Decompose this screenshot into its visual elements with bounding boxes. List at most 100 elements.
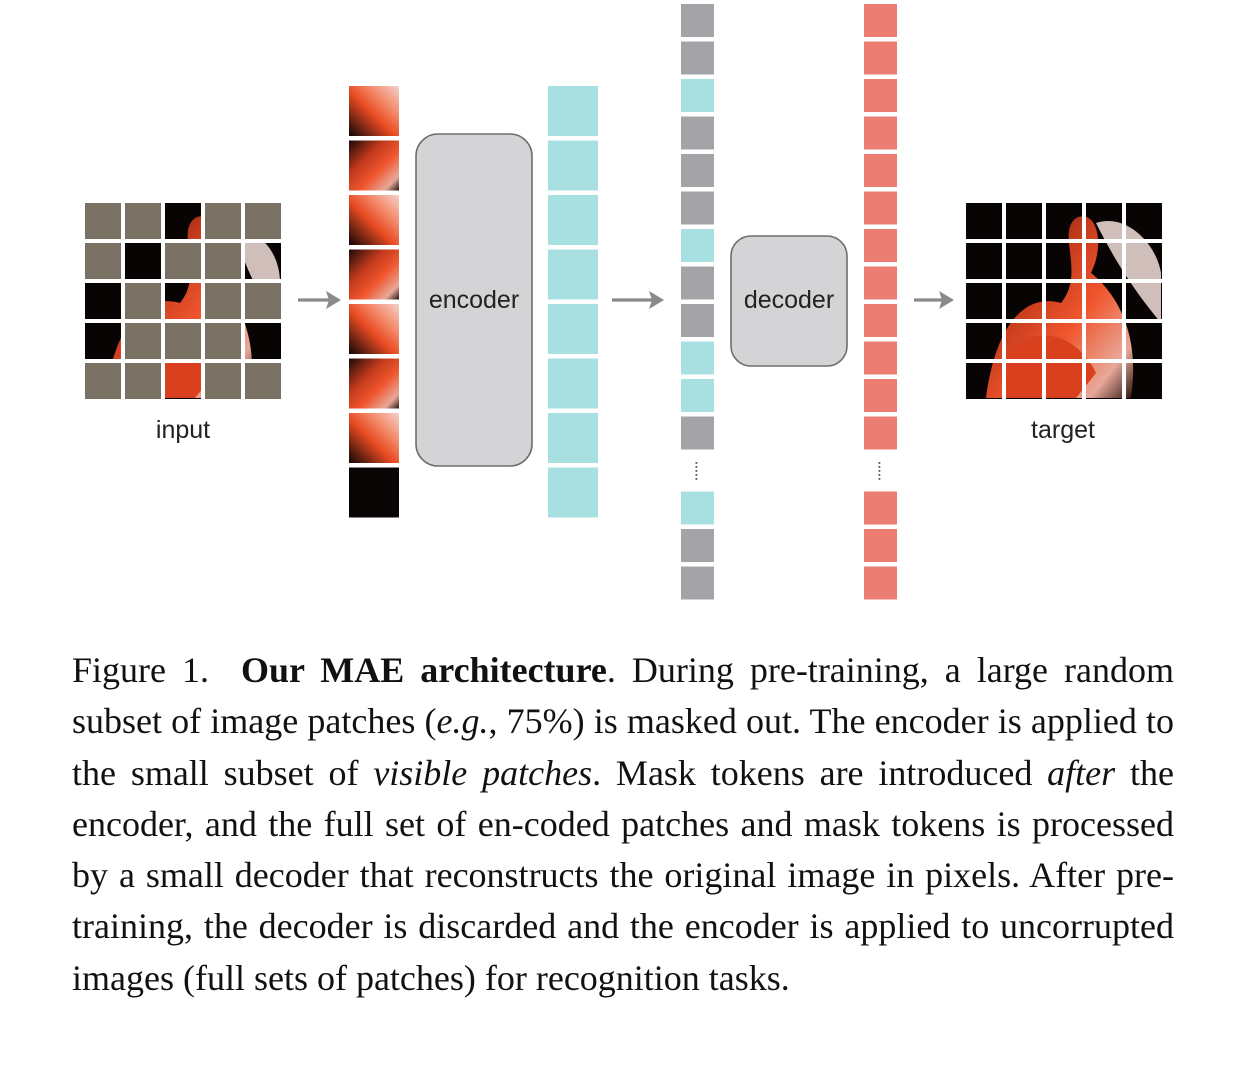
mae-architecture-diagram: input encoder decoder target	[85, 4, 1162, 600]
masked-patch	[165, 243, 201, 279]
decoder-output-token	[864, 379, 897, 412]
visible-patch	[349, 358, 399, 409]
visible-patch	[125, 243, 161, 279]
masked-patch	[205, 363, 241, 399]
masked-patch	[205, 203, 241, 239]
target-patch	[1086, 203, 1122, 239]
target-patch-grid	[966, 203, 1162, 399]
target-patch	[1086, 363, 1122, 399]
ellipsis-dot	[695, 466, 698, 468]
decoder-output-token	[864, 79, 897, 112]
mask-token	[681, 304, 714, 337]
masked-patch	[85, 203, 121, 239]
ellipsis-dot	[878, 470, 881, 472]
masked-patch	[165, 323, 201, 359]
visible-patch	[245, 323, 281, 359]
target-patch	[966, 243, 1002, 279]
target-patch	[1086, 283, 1122, 319]
masked-patch	[125, 203, 161, 239]
encoder-label: encoder	[429, 286, 519, 314]
masked-patch	[245, 203, 281, 239]
mask-token	[681, 529, 714, 562]
caption-text-1: . During pre-training, a large random su…	[72, 650, 1174, 742]
visible-patch	[85, 283, 121, 319]
target-patch	[1126, 323, 1162, 359]
encoded-token	[548, 195, 598, 245]
ellipsis-dot	[878, 466, 881, 468]
encoded-token	[681, 341, 714, 375]
mask-token	[681, 154, 714, 187]
target-patch	[1126, 363, 1162, 399]
decoder-output-token	[864, 154, 897, 187]
mask-token	[681, 416, 714, 450]
decoder-output-token	[864, 191, 897, 225]
target-patch	[966, 363, 1002, 399]
decoder-output-token	[864, 41, 897, 75]
decoder-block	[730, 235, 848, 367]
ellipsis-dot	[878, 462, 881, 464]
ellipsis-dot	[695, 470, 698, 472]
decoder-output-token	[864, 4, 897, 37]
masked-patch	[205, 323, 241, 359]
target-patch	[1006, 203, 1042, 239]
target-patch	[1006, 323, 1042, 359]
encoded-token	[548, 249, 598, 300]
target-patch	[1006, 243, 1042, 279]
target-patch	[1126, 203, 1162, 239]
input-label: input	[156, 416, 210, 444]
mask-token	[681, 41, 714, 75]
encoded-token	[681, 491, 714, 525]
input-patch-grid	[85, 203, 281, 399]
encoded-token	[681, 229, 714, 262]
decoder-output-token	[864, 304, 897, 337]
mask-token	[681, 266, 714, 300]
ellipsis-dot	[878, 474, 881, 476]
target-patch	[1006, 363, 1042, 399]
caption-text-2: , 75%) is masked out. The encoder is app…	[72, 701, 1174, 793]
visible-patch	[165, 203, 201, 239]
caption-visible-patches: visible patches	[373, 752, 593, 793]
masked-patch	[85, 363, 121, 399]
arrow-right-icon	[612, 291, 664, 309]
mask-token	[681, 191, 714, 225]
target-patch	[966, 283, 1002, 319]
masked-patch	[125, 283, 161, 319]
visible-patch	[349, 467, 399, 518]
target-patch	[966, 323, 1002, 359]
ellipsis-dot	[695, 474, 698, 476]
visible-patch	[349, 140, 399, 191]
masked-patch	[125, 363, 161, 399]
target-patch	[1046, 283, 1082, 319]
target-patch	[1046, 243, 1082, 279]
caption-text-3: . Mask tokens are introduced	[592, 752, 1048, 793]
target-patch	[1086, 323, 1122, 359]
mask-and-encoded-tokens-column	[681, 4, 714, 600]
encoded-tokens-column	[548, 86, 598, 518]
figure-caption: Figure 1. Our MAE architecture. During p…	[72, 645, 1174, 1004]
visible-patch	[349, 413, 399, 463]
target-patch	[1006, 283, 1042, 319]
target-patch	[1126, 243, 1162, 279]
figure-label: Figure 1.	[72, 650, 209, 690]
ellipsis-dot	[695, 462, 698, 464]
visible-patch	[85, 323, 121, 359]
decoder-output-token	[864, 491, 897, 525]
target-patch	[1046, 323, 1082, 359]
encoded-token	[548, 358, 598, 409]
encoded-token	[681, 379, 714, 412]
caption-title: Our MAE architecture	[240, 650, 607, 690]
mask-token	[681, 116, 714, 150]
ellipsis-dot	[878, 478, 881, 480]
visible-patches-column	[349, 86, 399, 518]
target-patch	[1046, 363, 1082, 399]
caption-text-4: the encoder, and the full set of en-code…	[72, 752, 1174, 998]
masked-patch	[205, 283, 241, 319]
encoded-token	[548, 140, 598, 191]
arrow-right-icon	[298, 291, 341, 309]
visible-patch	[165, 283, 201, 319]
decoder-output-token	[864, 416, 897, 450]
visible-patch	[349, 195, 399, 245]
mask-token	[681, 566, 714, 600]
target-label: target	[1031, 416, 1095, 444]
decoder-output-token	[864, 529, 897, 562]
